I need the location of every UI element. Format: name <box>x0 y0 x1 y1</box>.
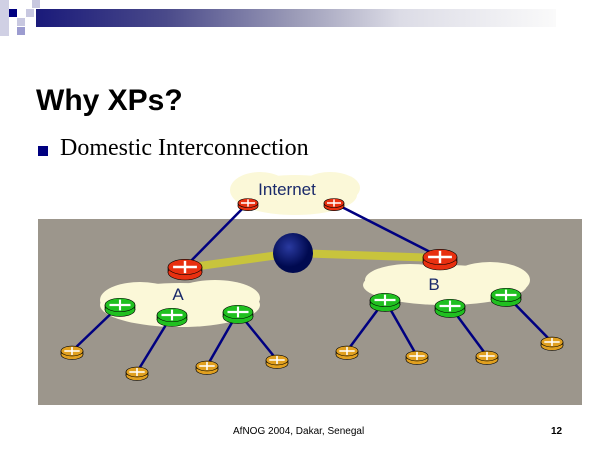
customer-router-icon <box>335 345 359 360</box>
bullet-icon <box>38 146 48 156</box>
core-router-icon <box>222 304 254 324</box>
border-router-icon <box>323 198 345 211</box>
bullet-text: Domestic Interconnection <box>60 135 309 161</box>
border-router-icon <box>422 249 458 271</box>
exchange-link-b <box>292 249 441 262</box>
customer-router-icon <box>265 354 289 369</box>
customer-router-icon <box>405 350 429 365</box>
core-router-icon <box>156 307 188 327</box>
page-number: 12 <box>551 426 563 437</box>
border-router-icon <box>167 259 203 281</box>
decor-square <box>17 18 25 26</box>
decor-square <box>9 9 17 17</box>
customer-router-icon <box>125 366 149 381</box>
border-router-icon <box>237 198 259 211</box>
core-router-icon <box>434 298 466 318</box>
network-b-label: B <box>428 275 439 294</box>
customer-router-icon <box>60 345 84 360</box>
customer-router-icon <box>195 360 219 375</box>
slide-title: Why XPs? <box>36 84 183 117</box>
internet-label: Internet <box>258 180 316 199</box>
decor-square <box>26 9 34 17</box>
network-link <box>184 202 249 268</box>
decor-square <box>17 27 25 35</box>
core-router-icon <box>490 287 522 307</box>
exchange-point-sphere <box>273 233 313 273</box>
network-a-label: A <box>172 285 184 304</box>
decor-square <box>0 0 9 36</box>
decor-square <box>32 0 40 8</box>
customer-router-icon <box>540 336 564 351</box>
cloud-b <box>363 262 530 305</box>
core-router-icon <box>104 297 136 317</box>
network-link <box>333 201 441 259</box>
core-router-icon <box>369 292 401 312</box>
footer-text: AfNOG 2004, Dakar, Senegal <box>233 426 365 437</box>
customer-router-icon <box>475 350 499 365</box>
header-gradient-bar <box>36 9 556 27</box>
